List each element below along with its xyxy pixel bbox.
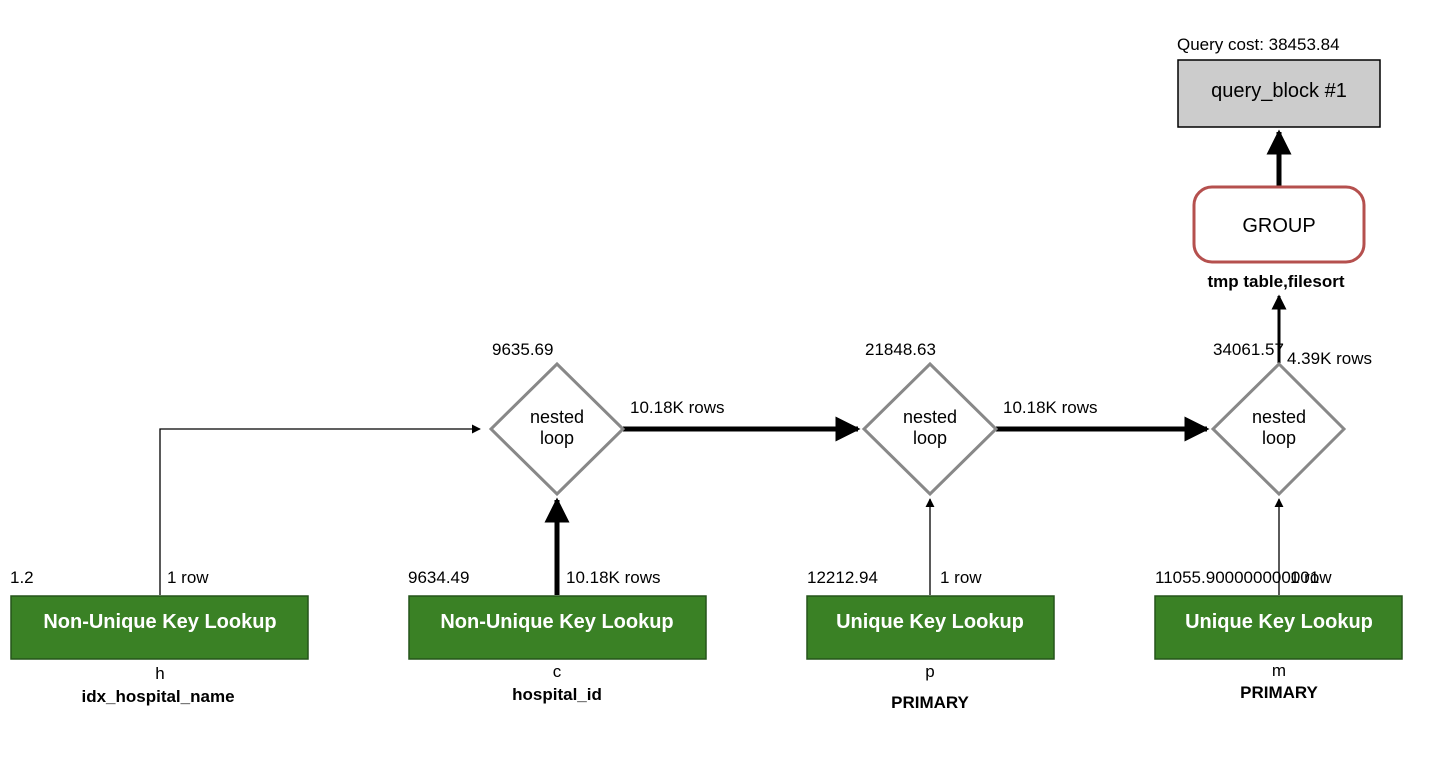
lookup-p-node[interactable]: [806, 595, 1055, 660]
nested-loop-3-out-rows: 4.39K rows: [1287, 349, 1372, 368]
nested-loop-3-cost: 34061.57: [1213, 340, 1284, 359]
nested-loop-2-node[interactable]: [861, 361, 999, 497]
lookup-h-rows: 1 row: [167, 568, 209, 587]
lookup-p-rows: 1 row: [940, 568, 982, 587]
nested-loop-2-cost: 21848.63: [865, 340, 936, 359]
nested-loop-1-label-line2: loop: [540, 428, 574, 448]
lookup-p-table: p: [925, 662, 934, 681]
nested-loop-1-out-rows: 10.18K rows: [630, 398, 725, 417]
lookup-c-table: c: [553, 662, 562, 681]
lookup-p-key: PRIMARY: [891, 693, 969, 712]
lookup-p-label: Unique Key Lookup: [836, 611, 1024, 633]
lookup-m-node[interactable]: [1154, 595, 1403, 660]
lookup-h-key: idx_hospital_name: [81, 687, 234, 706]
lookup-m-key: PRIMARY: [1240, 683, 1318, 702]
nested-loop-3-node[interactable]: [1210, 361, 1347, 497]
group-node[interactable]: [1192, 185, 1366, 264]
nested-loop-1-label-line1: nested: [530, 407, 584, 427]
query-block-label: query_block #1: [1211, 80, 1347, 102]
nested-loop-2-label-line2: loop: [913, 428, 947, 448]
group-note: tmp table,filesort: [1208, 272, 1345, 291]
lookup-h-cost: 1.2: [10, 568, 34, 587]
query-cost-label: Query cost: 38453.84: [1177, 35, 1340, 54]
group-label: GROUP: [1242, 215, 1315, 237]
nested-loop-1-node[interactable]: [488, 361, 626, 497]
lookup-m-rows: 1 row: [1290, 568, 1332, 587]
lookup-m-table: m: [1272, 661, 1286, 680]
edge-h-to-nested-loop-1: [159, 424, 481, 595]
lookup-c-label: Non-Unique Key Lookup: [440, 611, 673, 633]
lookup-p-cost: 12212.94: [807, 568, 878, 587]
lookup-c-key: hospital_id: [512, 685, 602, 704]
lookup-c-cost: 9634.49: [408, 568, 469, 587]
lookup-h-table: h: [155, 664, 164, 683]
lookup-h-node[interactable]: [10, 595, 309, 660]
nested-loop-2-out-rows: 10.18K rows: [1003, 398, 1098, 417]
query-block-node[interactable]: [1177, 59, 1381, 128]
lookup-c-node[interactable]: [408, 595, 707, 660]
nested-loop-3-label-line1: nested: [1252, 407, 1306, 427]
lookup-m-label: Unique Key Lookup: [1185, 611, 1373, 633]
lookup-c-rows: 10.18K rows: [566, 568, 661, 587]
lookup-h-label: Non-Unique Key Lookup: [43, 611, 276, 633]
nested-loop-3-label-line2: loop: [1262, 428, 1296, 448]
nested-loop-2-label-line1: nested: [903, 407, 957, 427]
lookup-m-cost: 11055.900000000001: [1155, 568, 1319, 587]
nested-loop-1-cost: 9635.69: [492, 340, 553, 359]
